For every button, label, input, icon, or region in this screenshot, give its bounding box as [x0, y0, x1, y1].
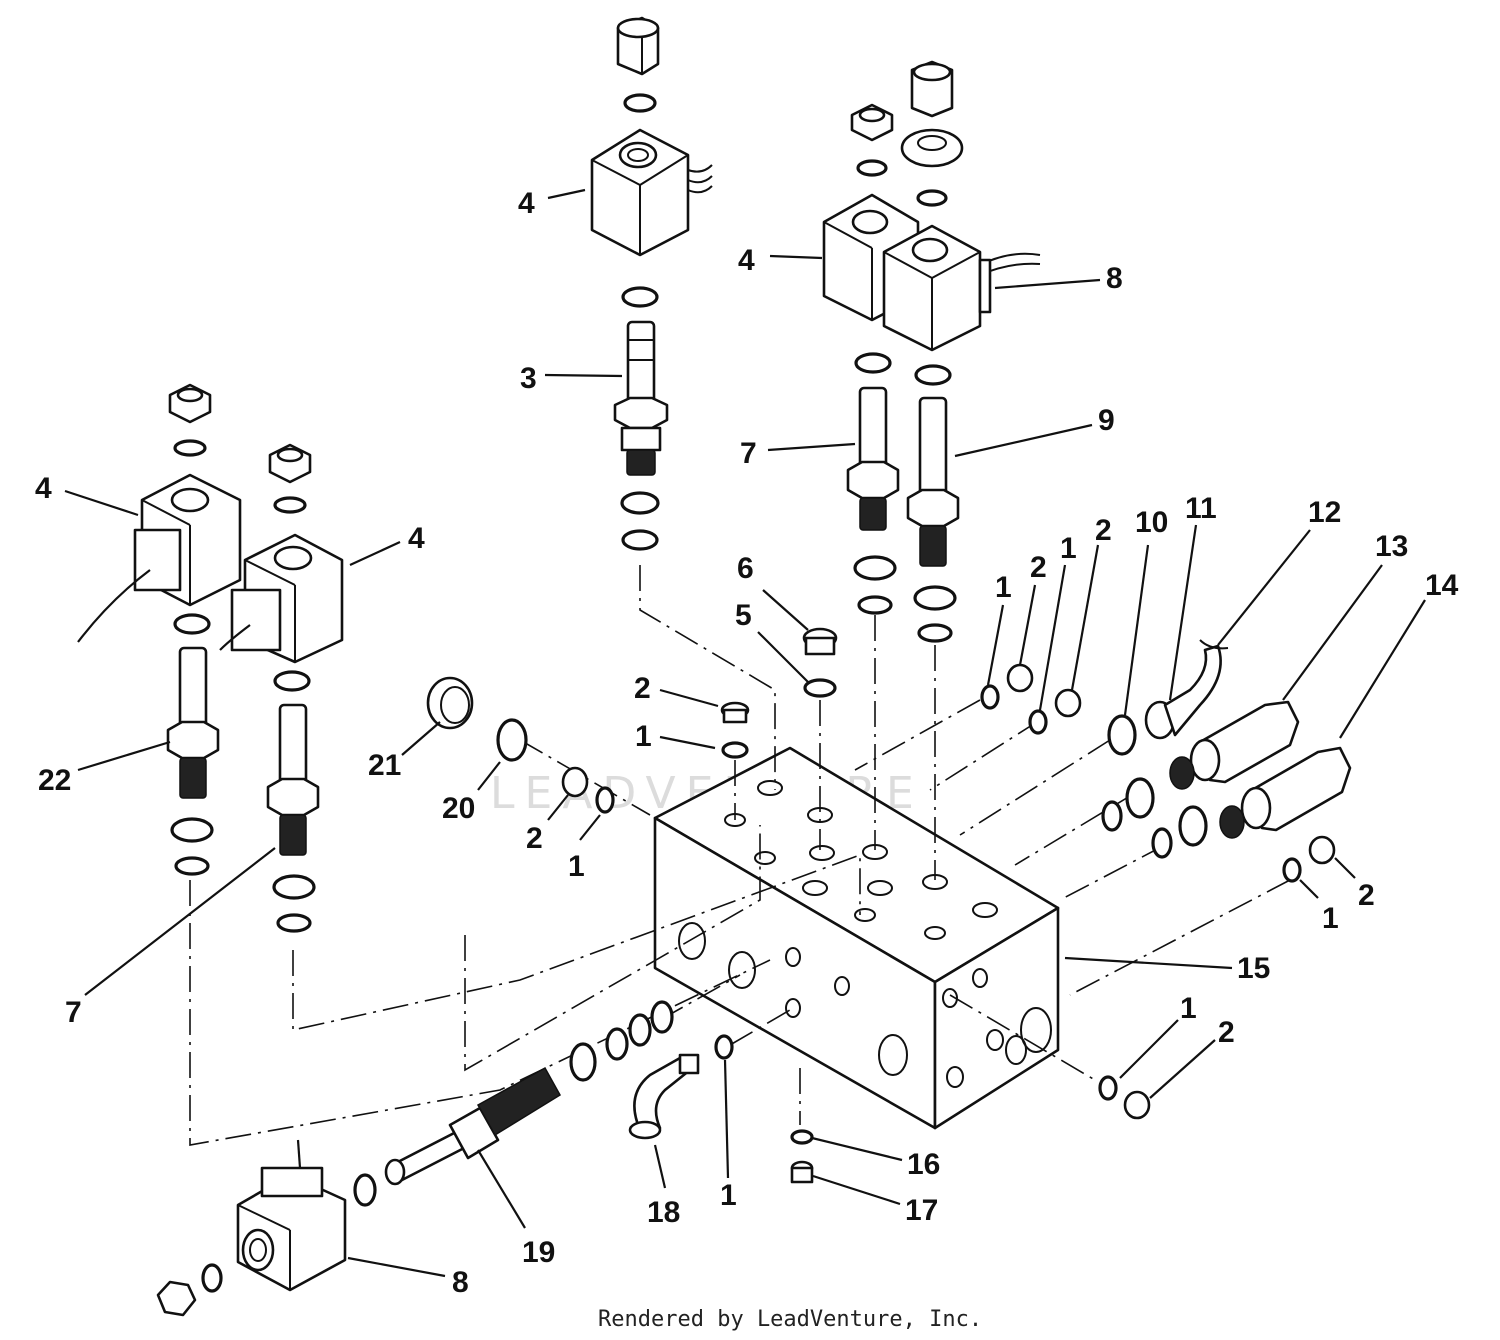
callout-13: 13 [1375, 530, 1408, 563]
manifold-block [653, 746, 1060, 1130]
callout-11: 11 [1185, 492, 1217, 525]
callout-4: 4 [35, 472, 52, 505]
callout-labels: 4 3 4 8 7 9 4 4 22 7 6 5 2 1 21 20 2 1 1… [35, 187, 1459, 1299]
callout-7: 7 [740, 437, 757, 470]
callout-14: 14 [1425, 569, 1459, 602]
solenoid-stack-left [77, 383, 344, 933]
callout-12: 12 [1308, 496, 1341, 529]
callout-21: 21 [368, 749, 401, 782]
callout-3: 3 [520, 362, 537, 395]
callout-16: 16 [907, 1148, 940, 1181]
callout-1: 1 [635, 720, 652, 753]
callout-2: 2 [1358, 879, 1375, 912]
callout-1: 1 [720, 1179, 737, 1212]
plugs-and-rings [156, 627, 1352, 1317]
callout-2: 2 [1218, 1016, 1235, 1049]
callout-4: 4 [518, 187, 535, 220]
callout-22: 22 [38, 764, 71, 797]
callout-15: 15 [1237, 952, 1270, 985]
callout-2: 2 [634, 672, 651, 705]
callout-1: 1 [1060, 532, 1077, 565]
callout-9: 9 [1098, 404, 1115, 437]
callout-1: 1 [995, 571, 1012, 604]
callout-2: 2 [1095, 514, 1112, 547]
credit-text: Rendered by LeadVenture, Inc. [598, 1307, 982, 1332]
callout-1: 1 [1322, 902, 1339, 935]
leader-lines [64, 188, 1426, 1278]
callout-17: 17 [905, 1194, 938, 1227]
assembly-center-lines [189, 565, 1291, 1146]
callout-8: 8 [1106, 262, 1123, 295]
callout-18: 18 [647, 1196, 680, 1229]
callout-7: 7 [65, 996, 82, 1029]
callout-6: 6 [737, 552, 754, 585]
callout-19: 19 [522, 1236, 555, 1269]
solenoid-stack-center [590, 16, 713, 551]
callout-4: 4 [738, 244, 755, 277]
callout-2: 2 [1030, 551, 1047, 584]
callout-10: 10 [1135, 506, 1168, 539]
callout-2: 2 [526, 822, 543, 855]
callout-1: 1 [1180, 992, 1197, 1025]
callout-4: 4 [408, 522, 425, 555]
callout-8: 8 [452, 1266, 469, 1299]
callout-1: 1 [568, 850, 585, 883]
callout-5: 5 [735, 599, 752, 632]
callout-20: 20 [442, 792, 475, 825]
solenoid-stack-right [822, 60, 1041, 643]
